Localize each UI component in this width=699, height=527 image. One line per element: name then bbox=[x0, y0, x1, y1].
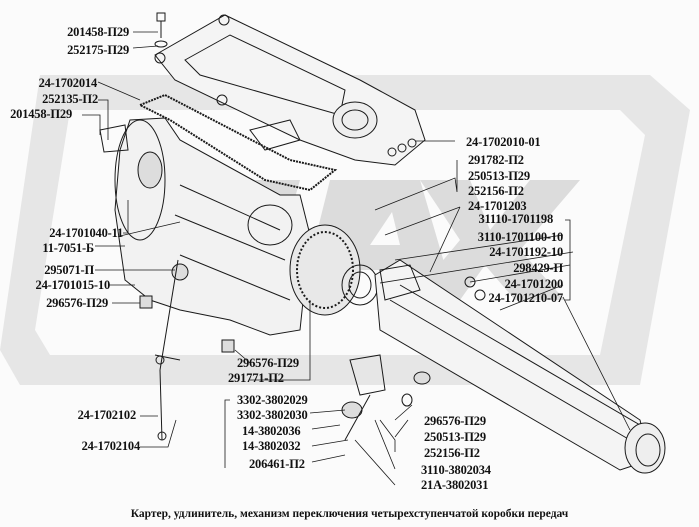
part-label: 14-3802032 bbox=[242, 439, 301, 453]
part-label: 24-1702104 bbox=[81, 439, 141, 453]
part-label: 250513-П29 bbox=[468, 169, 530, 183]
part-label: 31110-1701198 bbox=[478, 212, 554, 226]
gear-assembly bbox=[247, 204, 379, 316]
part-label: 291782-П2 bbox=[468, 153, 524, 167]
part-label: 3302-3802029 bbox=[237, 393, 308, 407]
part-label: 201458-П29 bbox=[67, 25, 129, 39]
part-label: 24-1701203 bbox=[468, 199, 527, 213]
part-label: 291771-П2 bbox=[228, 371, 284, 385]
drawing-lines bbox=[82, 12, 666, 486]
part-label: 11-7051-Б bbox=[42, 241, 94, 255]
extension-housing bbox=[374, 259, 666, 474]
diagram-caption: Картер, удлинитель, механизм переключени… bbox=[130, 508, 569, 520]
part-label: 24-1701200 bbox=[504, 277, 564, 291]
part-label: 250513-П29 bbox=[424, 430, 486, 444]
part-label: 252156-П2 bbox=[424, 446, 480, 460]
part-label: 24-1702102 bbox=[77, 408, 137, 422]
part-label: 296576-П29 bbox=[424, 414, 486, 428]
part-label: 3110-1701100-10 bbox=[477, 230, 563, 244]
part-label: 3110-3802034 bbox=[421, 463, 491, 477]
shift-lever-parts bbox=[139, 259, 486, 441]
part-label: 298429-П bbox=[513, 261, 563, 275]
part-label: 252156-П2 bbox=[468, 184, 524, 198]
part-label: 3302-3802030 bbox=[237, 408, 308, 422]
gasket bbox=[137, 93, 338, 192]
part-label: 14-3802036 bbox=[242, 424, 301, 438]
part-label: 206461-П2 bbox=[249, 457, 305, 471]
part-label: 21А-3802031 bbox=[421, 478, 489, 492]
part-label: 24-1702014 bbox=[38, 76, 98, 90]
shift-cover bbox=[154, 14, 426, 166]
part-label: 295071-П bbox=[44, 263, 94, 277]
part-label: 296576-П29 bbox=[237, 356, 299, 370]
gearbox-housing bbox=[99, 117, 311, 336]
part-label: 252175-П29 bbox=[67, 43, 129, 57]
part-label: 201458-П29 bbox=[10, 107, 72, 121]
bolt-top bbox=[154, 12, 168, 48]
part-label: 296576-П29 bbox=[46, 296, 108, 310]
part-label: 24-1702010-01 bbox=[466, 135, 541, 149]
part-label: 24-1701040-11 bbox=[49, 226, 123, 240]
part-label: 24-1701015-10 bbox=[35, 278, 111, 292]
part-label: 24-1701210-07 bbox=[488, 291, 564, 305]
part-label: 252135-П2 bbox=[42, 92, 98, 106]
leader-lines bbox=[82, 31, 631, 486]
part-label: 24-1701192-10 bbox=[489, 245, 563, 259]
